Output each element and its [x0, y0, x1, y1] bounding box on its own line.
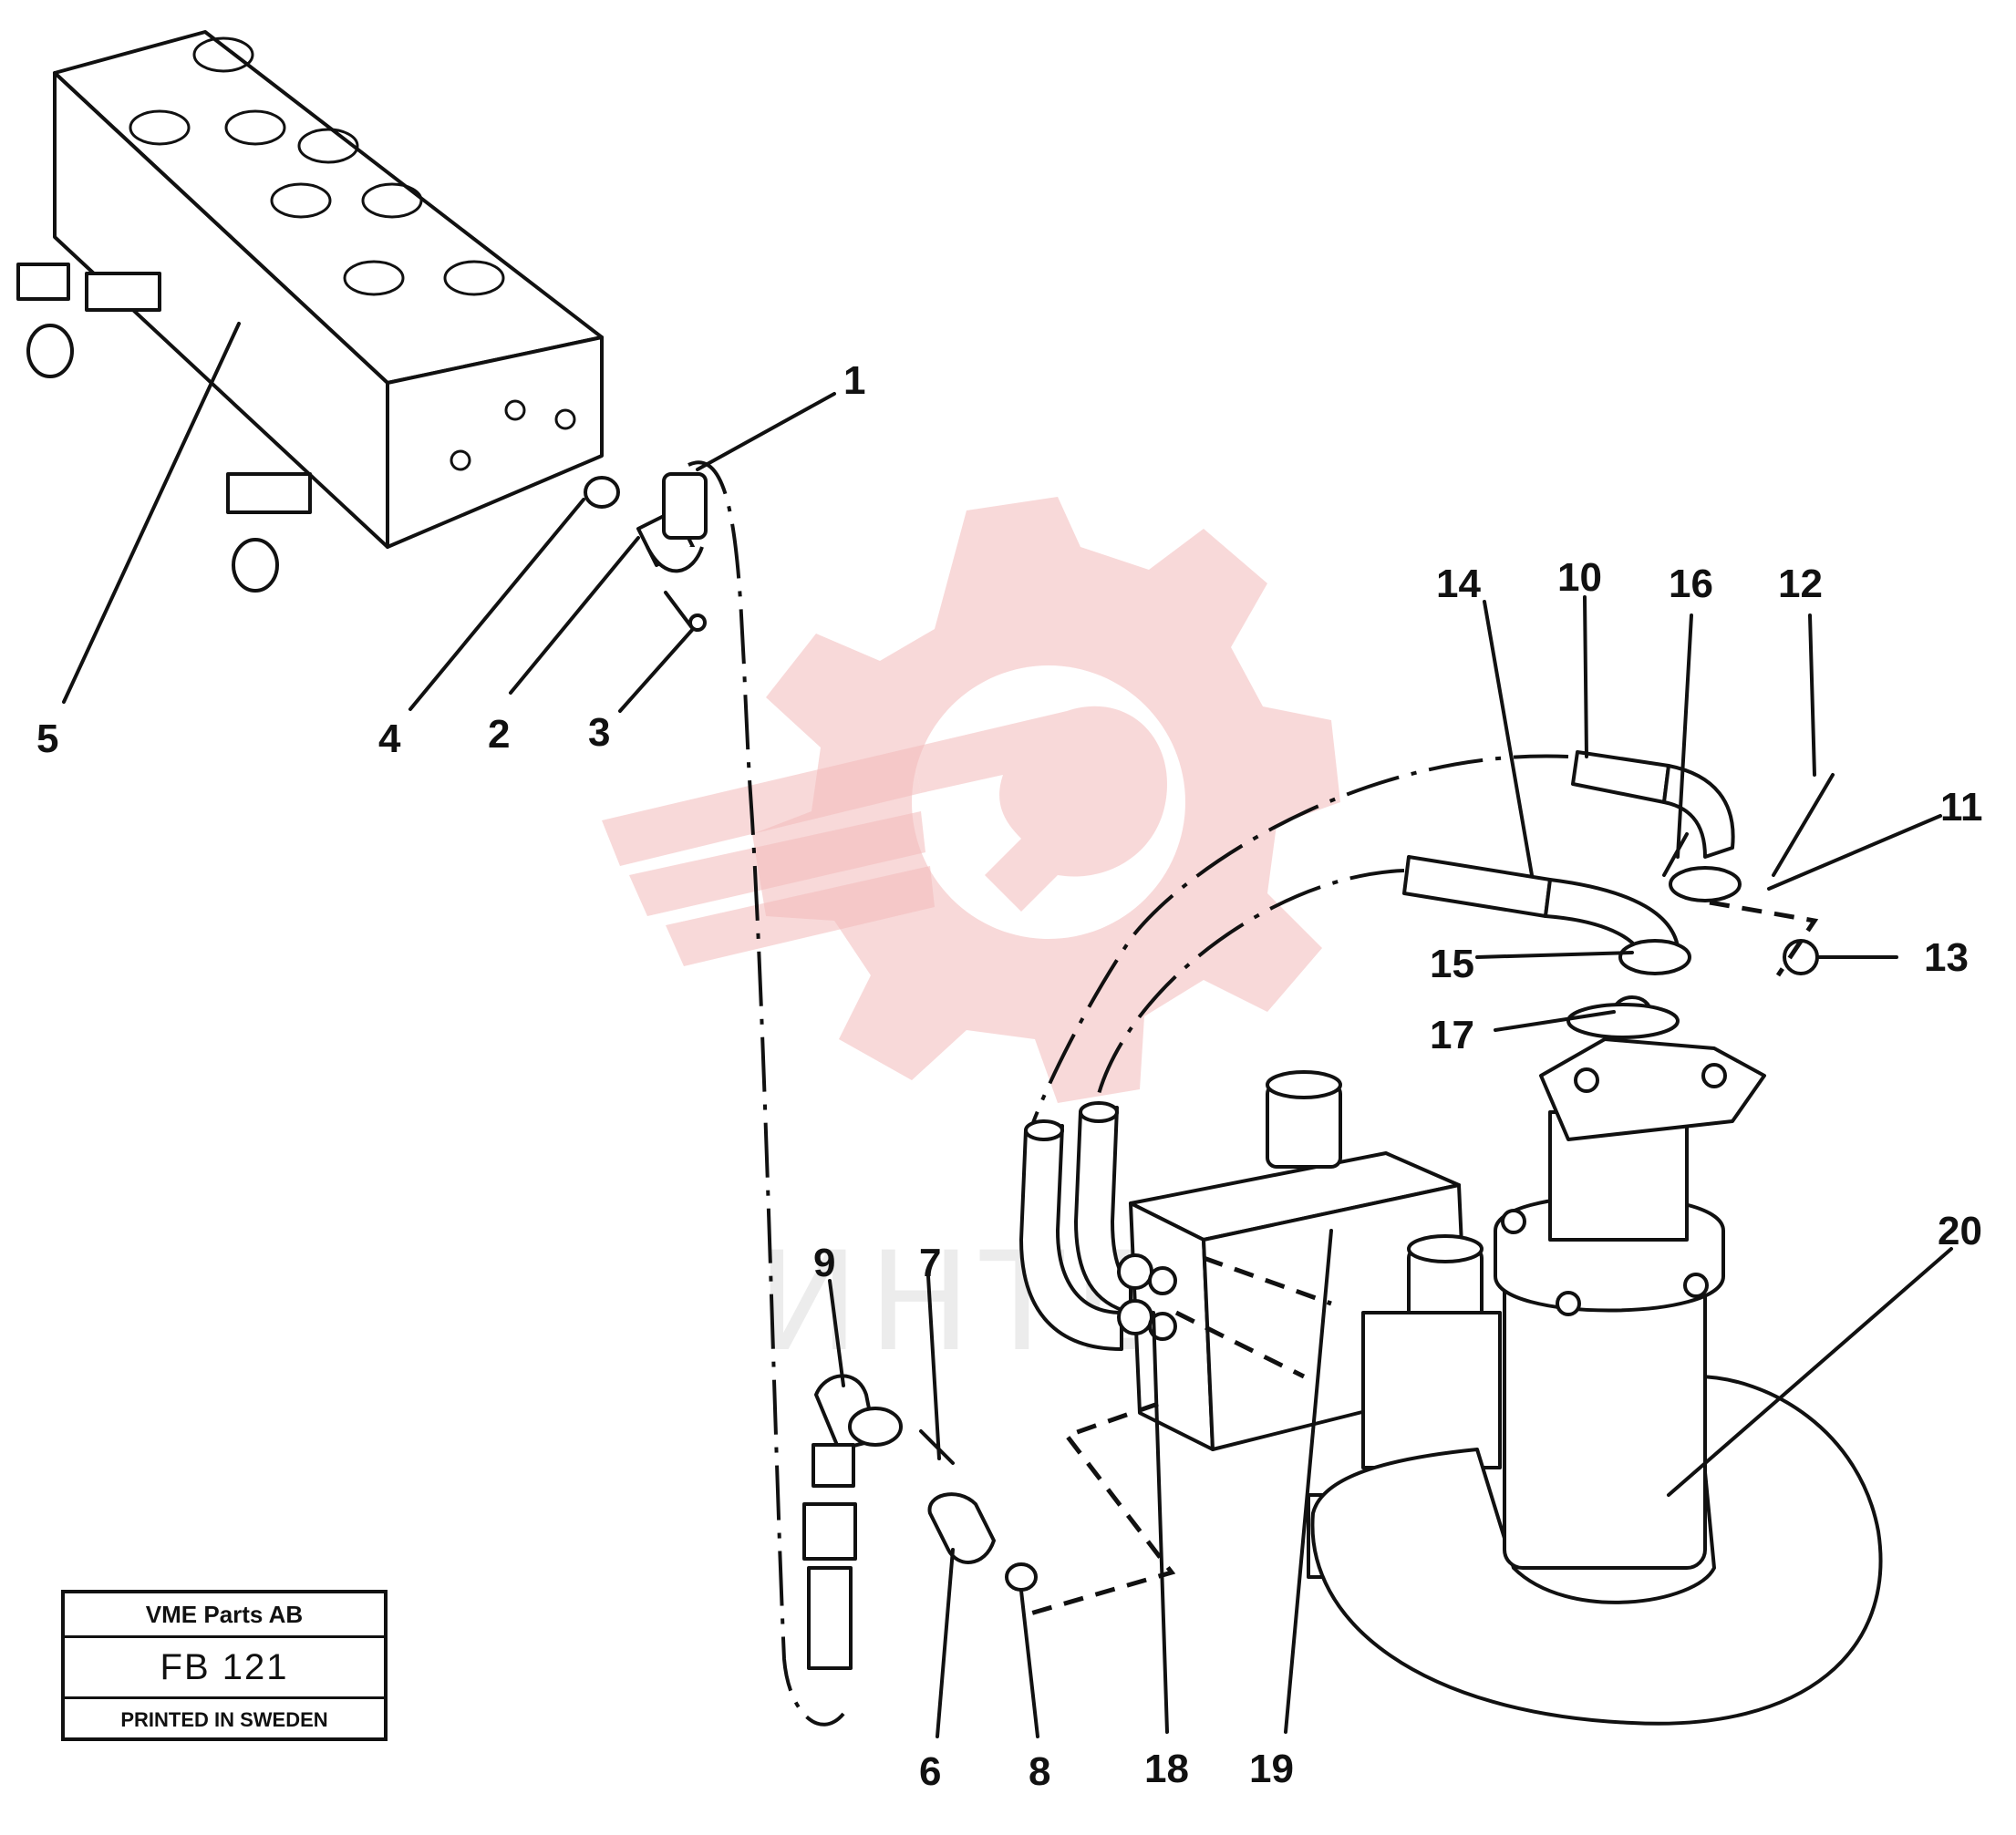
title-block-code: FB 121 [65, 1638, 384, 1699]
callout-8: 8 [1029, 1749, 1050, 1794]
title-block: VME Parts AB FB 121 PRINTED IN SWEDEN [61, 1590, 388, 1741]
callout-5: 5 [36, 716, 58, 761]
callout-10: 10 [1557, 555, 1602, 600]
callout-2: 2 [488, 712, 510, 757]
callout-7: 7 [919, 1241, 941, 1285]
pressure-hose-left [688, 460, 845, 1727]
callout-14: 14 [1436, 562, 1481, 606]
callout-3: 3 [588, 710, 610, 755]
leader-lines [62, 322, 1953, 1738]
callout-4: 4 [378, 716, 401, 761]
callout-12: 12 [1778, 562, 1823, 606]
callout-9: 9 [813, 1241, 835, 1285]
callout-17: 17 [1430, 1013, 1474, 1057]
callout-1: 1 [843, 358, 865, 403]
callout-16: 16 [1669, 562, 1713, 606]
callout-13: 13 [1924, 935, 1969, 980]
callout-6: 6 [919, 1749, 941, 1794]
hydraulic-motor [1310, 1003, 1883, 1726]
gear-wrench-watermark-icon [602, 497, 1340, 1103]
title-block-note: PRINTED IN SWEDEN [120, 1708, 328, 1731]
callout-19: 19 [1249, 1747, 1294, 1791]
callout-18: 18 [1144, 1747, 1189, 1791]
control-valve-block [16, 30, 604, 593]
elbow-fitting [584, 472, 708, 632]
title-block-company: VME Parts AB [65, 1593, 384, 1638]
directional-valve [1019, 1070, 1502, 1616]
bottom-hose-assembly [802, 1374, 1038, 1670]
callout-11: 11 [1940, 785, 1983, 830]
callout-15: 15 [1430, 942, 1474, 986]
callout-20: 20 [1938, 1209, 1982, 1253]
